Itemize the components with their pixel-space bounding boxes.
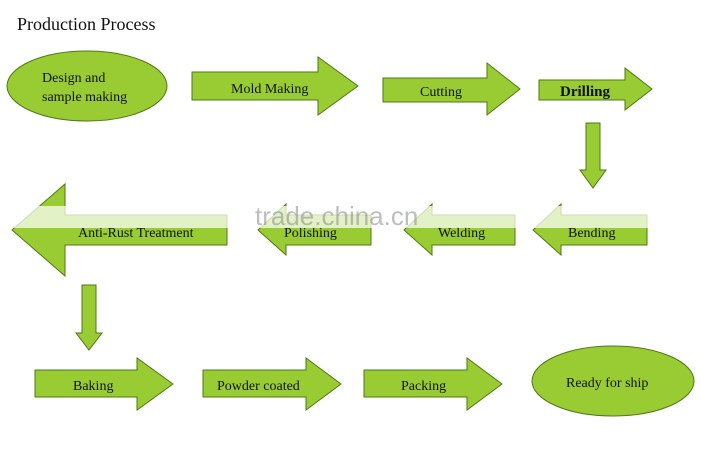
page-title: Production Process — [17, 14, 156, 34]
step-powder-coated-label: Powder coated — [217, 379, 300, 394]
watermark-text: trade.china.cn — [255, 201, 418, 231]
step-polishing-label: Polishing — [284, 226, 337, 241]
step-drilling-label: Drilling — [560, 84, 611, 100]
step-ready-label: Ready for ship — [566, 376, 648, 391]
step-design-label: Design and sample making — [42, 71, 127, 105]
step-packing-arrow — [363, 357, 503, 411]
watermark-band — [8, 206, 656, 228]
step-mold-making-arrow — [191, 56, 359, 116]
step-mold-making-label: Mold Making — [231, 82, 308, 97]
step-packing-label: Packing — [401, 379, 446, 394]
step-baking-arrow — [34, 357, 174, 411]
step-baking-label: Baking — [73, 379, 113, 394]
step-ready-ellipse — [531, 345, 695, 417]
step-anti-rust-label: Anti-Rust Treatment — [78, 226, 194, 241]
step-cutting-arrow — [382, 61, 521, 117]
step-drilling-arrow — [538, 66, 653, 112]
step-cutting-label: Cutting — [420, 85, 462, 100]
step-design-ellipse — [6, 50, 168, 122]
down-arrow-left — [74, 284, 104, 351]
step-welding-label: Welding — [438, 226, 485, 241]
step-bending-label: Bending — [568, 226, 615, 241]
step-powder-coated-arrow — [202, 357, 342, 411]
down-arrow-right — [579, 122, 607, 189]
